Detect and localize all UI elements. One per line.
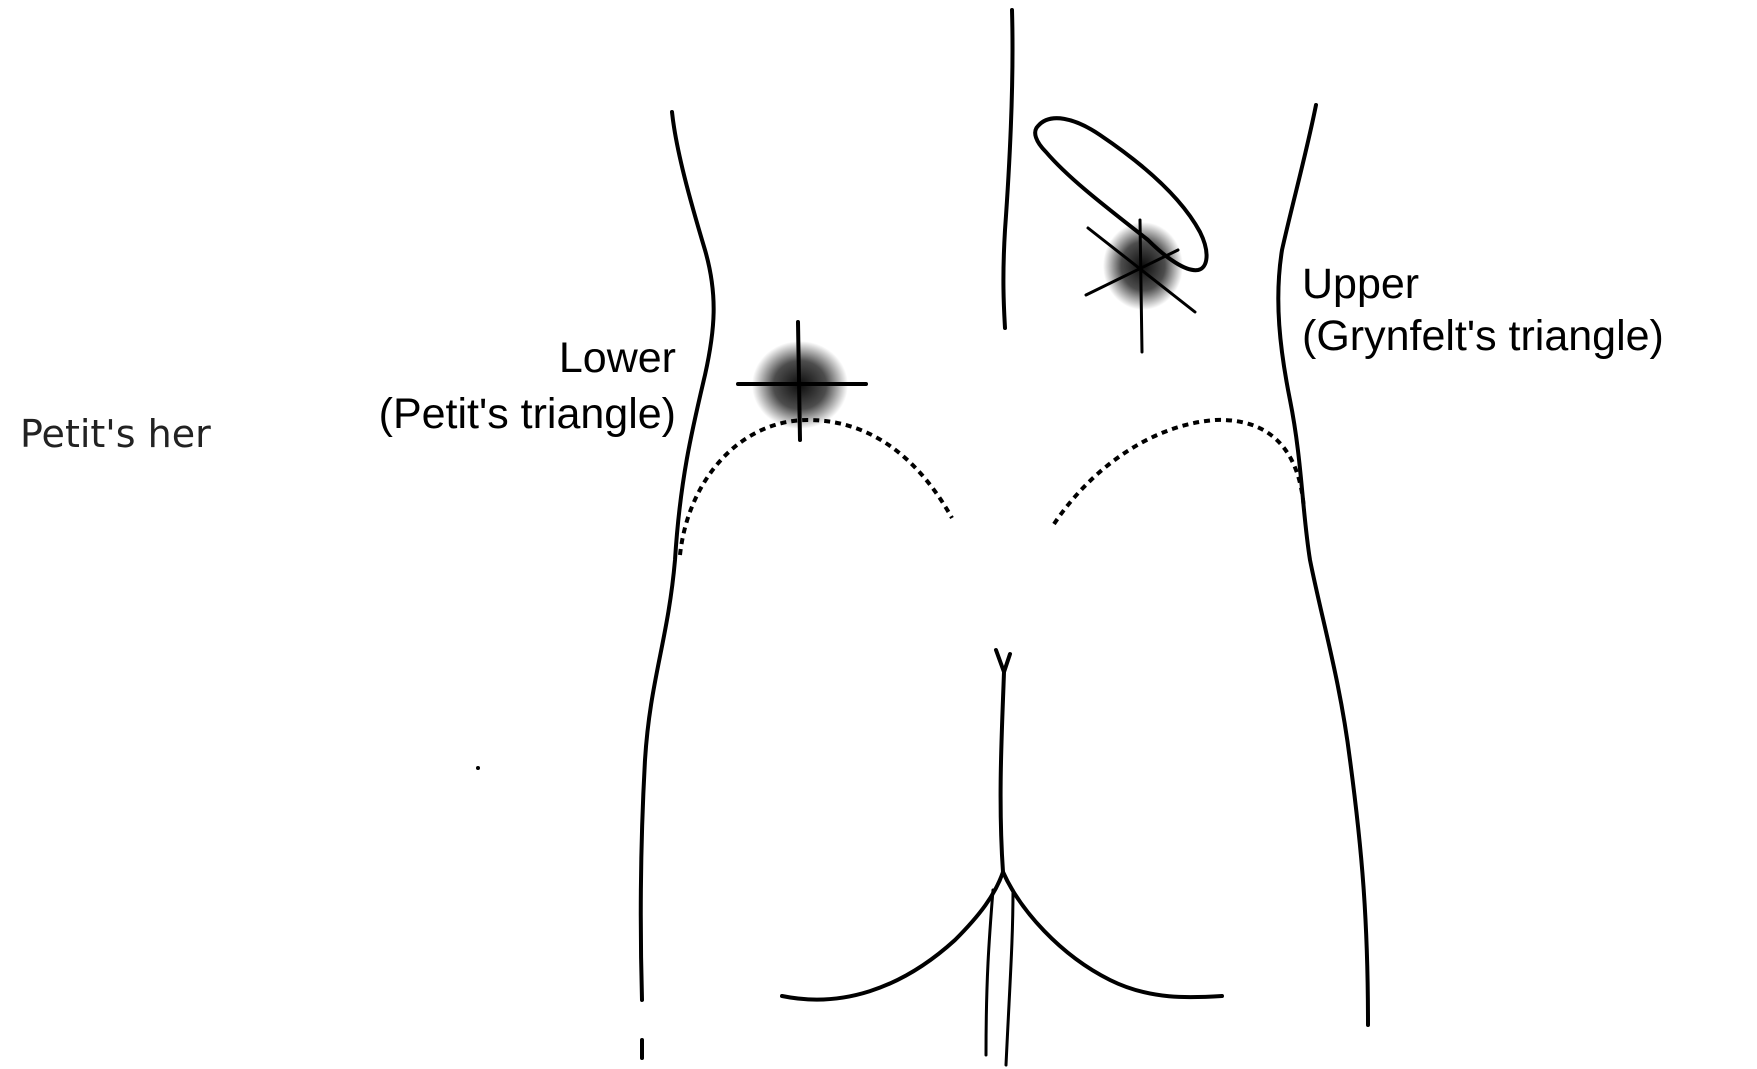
left-body-contour — [641, 112, 714, 1000]
right-iliac-crest — [1054, 420, 1304, 524]
gluteal-cleft — [1001, 672, 1004, 872]
stray-dot — [476, 766, 480, 770]
gluteal-cleft-left — [986, 890, 993, 1055]
right-buttock-curve — [1003, 872, 1222, 997]
upper-hernia-cross-vertical — [1140, 220, 1142, 352]
upper-label-subtitle: (Grynfelt's triangle) — [1302, 312, 1664, 360]
gluteal-cleft-fork — [996, 650, 1010, 672]
lower-label-subtitle: (Petit's triangle) — [379, 390, 676, 438]
left-iliac-crest — [680, 420, 952, 555]
gluteal-cleft-right — [1006, 890, 1013, 1065]
right-body-contour — [1278, 105, 1368, 1025]
spine-line — [1003, 10, 1012, 328]
upper-label-title: Upper — [1302, 260, 1419, 308]
left-buttock-curve — [782, 872, 1003, 1000]
lower-label-title: Lower — [559, 334, 676, 382]
lower-hernia-cross-vertical — [798, 322, 800, 440]
